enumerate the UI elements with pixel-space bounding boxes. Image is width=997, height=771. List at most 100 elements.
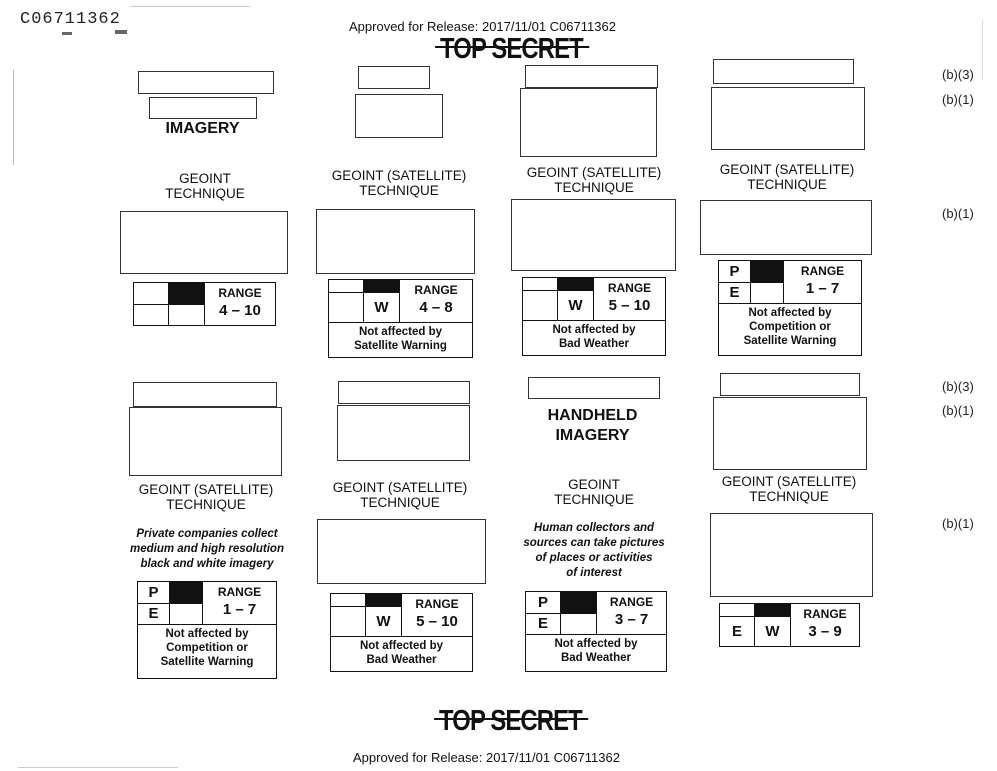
redaction-box	[149, 97, 257, 119]
rating-cell: E	[719, 282, 751, 303]
scan-edge-right	[982, 20, 983, 80]
rating-box: E W RANGE 3 – 9	[719, 603, 860, 647]
redaction-box	[713, 59, 854, 84]
rating-box: P E RANGE 3 – 7 Not affected by Bad Weat…	[525, 591, 667, 672]
range-label: RANGE	[218, 286, 262, 300]
rating-cell: E	[138, 603, 170, 624]
exemption-code: (b)(1)	[942, 516, 974, 531]
classification-header: TOP SECRET	[435, 33, 590, 66]
note-text: Not affected by Bad Weather	[552, 324, 636, 350]
redaction-box	[700, 200, 872, 255]
range-block: RANGE 1 – 7	[784, 261, 861, 303]
scan-edge-left	[13, 70, 14, 165]
redaction-box	[713, 397, 867, 470]
classification-header-text: TOP SECRET	[440, 33, 584, 65]
redaction-box	[317, 519, 486, 584]
note-text: Not affected by Bad Weather	[554, 638, 638, 664]
technique-label: GEOINT TECHNIQUE	[165, 171, 245, 201]
range-value: 3 – 7	[614, 611, 649, 628]
rating-cell	[170, 604, 202, 625]
redaction-box	[358, 66, 430, 89]
note-text: Not affected by Satellite Warning	[354, 326, 447, 352]
rating-cell-redacted	[170, 582, 202, 604]
rating-box: W RANGE 4 – 8 Not affected by Satellite …	[328, 279, 473, 358]
range-block: RANGE 5 – 10	[594, 278, 665, 320]
scan-speck	[62, 32, 72, 35]
redaction-box	[720, 373, 860, 396]
exemption-code: (b)(1)	[942, 403, 974, 418]
redaction-box	[120, 211, 288, 274]
rating-cell	[329, 280, 364, 293]
rating-cell	[169, 305, 204, 326]
rating-cell-redacted	[561, 592, 596, 614]
redaction-box	[133, 382, 277, 407]
range-value: 1 – 7	[222, 601, 257, 618]
rating-box: P E RANGE 1 – 7 Not affected by Competit…	[718, 260, 862, 356]
redaction-box	[355, 94, 443, 138]
rating-cell	[523, 278, 558, 291]
rating-cell: W	[376, 613, 391, 630]
rating-box: RANGE 4 – 10	[133, 282, 276, 326]
rating-cell-redacted	[755, 604, 790, 617]
note-text: Not affected by Competition or Satellite…	[160, 628, 254, 668]
document-id: C06711362	[20, 10, 121, 29]
strike-line	[435, 46, 590, 48]
release-header: Approved for Release: 2017/11/01 C067113…	[349, 19, 616, 34]
exemption-code: (b)(3)	[942, 379, 974, 394]
range-value: 1 – 7	[805, 280, 840, 297]
range-value: 3 – 9	[808, 623, 842, 640]
rating-cell: W	[568, 297, 583, 314]
range-label: RANGE	[415, 597, 459, 611]
rating-cell	[331, 607, 366, 636]
rating-cell	[751, 283, 783, 304]
release-footer: Approved for Release: 2017/11/01 C067113…	[353, 750, 620, 765]
range-label: RANGE	[607, 281, 652, 295]
scan-edge-top	[130, 6, 250, 7]
technique-label: GEOINT (SATELLITE) TECHNIQUE	[138, 482, 274, 512]
technique-label: GEOINT TECHNIQUE	[554, 477, 634, 507]
rating-cell: E	[720, 617, 755, 646]
rating-cell: P	[719, 261, 751, 283]
rating-cell	[134, 283, 169, 305]
range-value: 5 – 10	[608, 297, 651, 314]
scan-edge-bottom	[18, 767, 178, 768]
rating-box: W RANGE 5 – 10 Not affected by Bad Weath…	[522, 277, 666, 356]
rating-cell: P	[526, 592, 561, 614]
redaction-box	[520, 88, 657, 157]
exemption-code: (b)(3)	[942, 67, 974, 82]
rating-cell	[134, 304, 169, 325]
exemption-code: (b)(1)	[942, 206, 974, 221]
rating-box: P E RANGE 1 – 7 Not affected by Competit…	[137, 581, 277, 679]
range-label: RANGE	[803, 607, 847, 621]
rating-cell-redacted	[364, 280, 399, 293]
technique-label: GEOINT (SATELLITE) TECHNIQUE	[721, 474, 857, 504]
technique-label: GEOINT (SATELLITE) TECHNIQUE	[331, 168, 467, 198]
range-block: RANGE 5 – 10	[402, 594, 472, 636]
rating-cell	[331, 594, 366, 607]
technique-description: Human collectors and sources can take pi…	[523, 522, 665, 579]
scan-speck	[115, 30, 127, 34]
rating-cell-redacted	[751, 261, 783, 283]
technique-label: GEOINT (SATELLITE) TECHNIQUE	[526, 165, 662, 195]
rating-cell: W	[765, 623, 780, 640]
range-label: RANGE	[609, 595, 654, 609]
redaction-box	[338, 381, 470, 404]
rating-cell	[561, 614, 596, 635]
redaction-box	[316, 209, 475, 274]
technique-label: GEOINT (SATELLITE) TECHNIQUE	[719, 162, 855, 192]
range-value: 5 – 10	[416, 613, 458, 630]
technique-label: GEOINT (SATELLITE) TECHNIQUE	[332, 480, 468, 510]
strike-line	[434, 718, 589, 720]
range-block: RANGE 3 – 7	[597, 592, 666, 634]
redaction-box	[711, 87, 865, 150]
card-heading: IMAGERY	[165, 120, 240, 137]
range-block: RANGE 1 – 7	[203, 582, 276, 624]
redaction-box	[525, 65, 658, 88]
rating-cell-redacted	[366, 594, 401, 607]
rating-cell: E	[526, 613, 561, 634]
rating-cell: P	[138, 582, 170, 604]
range-block: RANGE 4 – 8	[400, 280, 472, 322]
technique-description: Private companies collect medium and hig…	[130, 528, 284, 570]
rating-cell: W	[374, 299, 389, 316]
rating-cell-redacted	[558, 278, 593, 291]
